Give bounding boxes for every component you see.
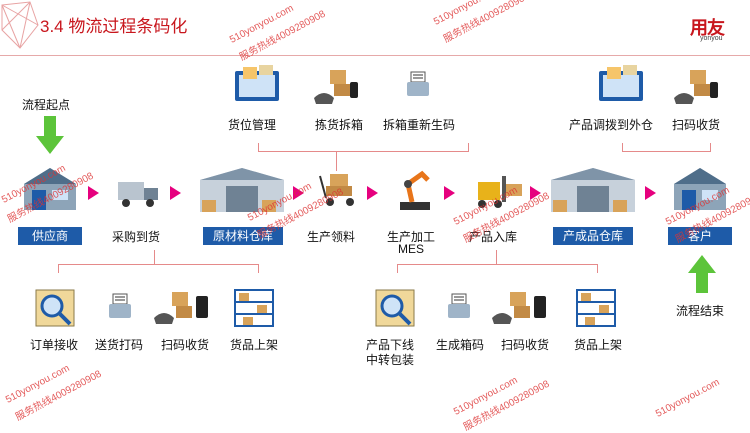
warehouse-location-icon xyxy=(235,65,279,101)
bottom-right-label-2: 扫码收货 xyxy=(501,338,550,352)
bottom-label-2: 扫码收货 xyxy=(161,338,210,352)
end-label: 流程结束 xyxy=(676,304,725,318)
bottom-label-0: 订单接收 xyxy=(30,338,79,352)
top-right-label-0: 产品调拨到外仓 xyxy=(569,118,654,132)
customer-building-icon xyxy=(674,168,726,210)
offline-pack-icon xyxy=(375,289,415,327)
flow-node-3: 生产领料 xyxy=(307,230,356,244)
shelving-icon-2 xyxy=(576,289,616,327)
flow-node-2: 原材料仓库 xyxy=(203,227,283,245)
flow-arrow-icon xyxy=(293,186,304,200)
start-arrow-icon xyxy=(36,116,64,154)
label-printer-icon xyxy=(407,71,429,96)
header-divider xyxy=(0,55,750,56)
robot-arm-icon xyxy=(400,170,430,210)
flow-node-5: 产品入库 xyxy=(469,230,518,244)
raw-warehouse-icon xyxy=(200,168,284,212)
bottom-right-label-0b: 中转包装 xyxy=(366,353,415,367)
brand-logo-sub: yonyou xyxy=(700,35,723,42)
bottom-label-1: 送货打码 xyxy=(95,338,144,352)
start-label: 流程起点 xyxy=(22,98,71,112)
flow-node-4-sub: MES xyxy=(398,242,425,256)
end-arrow-icon xyxy=(688,255,716,293)
watermark: 510yonyou.com xyxy=(654,376,722,420)
transfer-location-icon xyxy=(599,65,643,101)
top-right-label-1: 扫码收货 xyxy=(672,118,721,132)
top-left-bracket xyxy=(258,151,468,152)
bottom-right-label-0: 产品下线 xyxy=(366,338,415,352)
bottom-right-label-1: 生成箱码 xyxy=(436,338,485,352)
top-label-0: 货位管理 xyxy=(228,118,277,132)
hand-cart-icon xyxy=(319,174,354,206)
order-search-icon xyxy=(35,289,75,327)
barcode-printer-icon xyxy=(109,293,131,318)
top-label-2: 拆箱重新生码 xyxy=(383,118,456,132)
bottom-left-bracket xyxy=(58,264,258,265)
shelving-icon xyxy=(234,289,274,327)
page-title: 3.4 物流过程条码化 xyxy=(40,17,188,36)
brand-logo: 用友 xyxy=(690,18,725,38)
flow-arrow-icon xyxy=(170,186,181,200)
picking-scan-icon xyxy=(314,70,358,104)
bottom-right-bracket xyxy=(397,264,597,265)
flow-node-1: 采购到货 xyxy=(112,230,161,244)
flow-node-0: 供应商 xyxy=(18,227,82,245)
flow-arrow-icon xyxy=(88,186,99,200)
flow-arrow-icon xyxy=(530,186,541,200)
flow-arrow-icon xyxy=(645,186,656,200)
bottom-label-3: 货品上架 xyxy=(230,338,279,352)
flow-node-6: 产成品仓库 xyxy=(553,227,633,245)
receive-scan-icon xyxy=(674,70,718,104)
box-code-printer-icon xyxy=(448,293,470,318)
finished-warehouse-icon xyxy=(551,168,635,212)
delivery-truck-icon xyxy=(118,182,158,207)
forklift-icon xyxy=(478,176,522,208)
bottom-right-label-3: 货品上架 xyxy=(574,338,623,352)
scan-receive-icon-2 xyxy=(492,292,546,324)
flow-arrow-icon xyxy=(367,186,378,200)
scan-receive-icon xyxy=(154,292,208,324)
supplier-building-icon xyxy=(24,168,76,210)
flow-arrow-icon xyxy=(444,186,455,200)
decorative-polygon-logo xyxy=(1,1,39,49)
flow-node-4: 生产加工 xyxy=(387,230,436,244)
top-label-1: 拣货拆箱 xyxy=(315,118,364,132)
top-right-bracket xyxy=(622,151,710,152)
flow-node-7: 客户 xyxy=(668,227,732,245)
